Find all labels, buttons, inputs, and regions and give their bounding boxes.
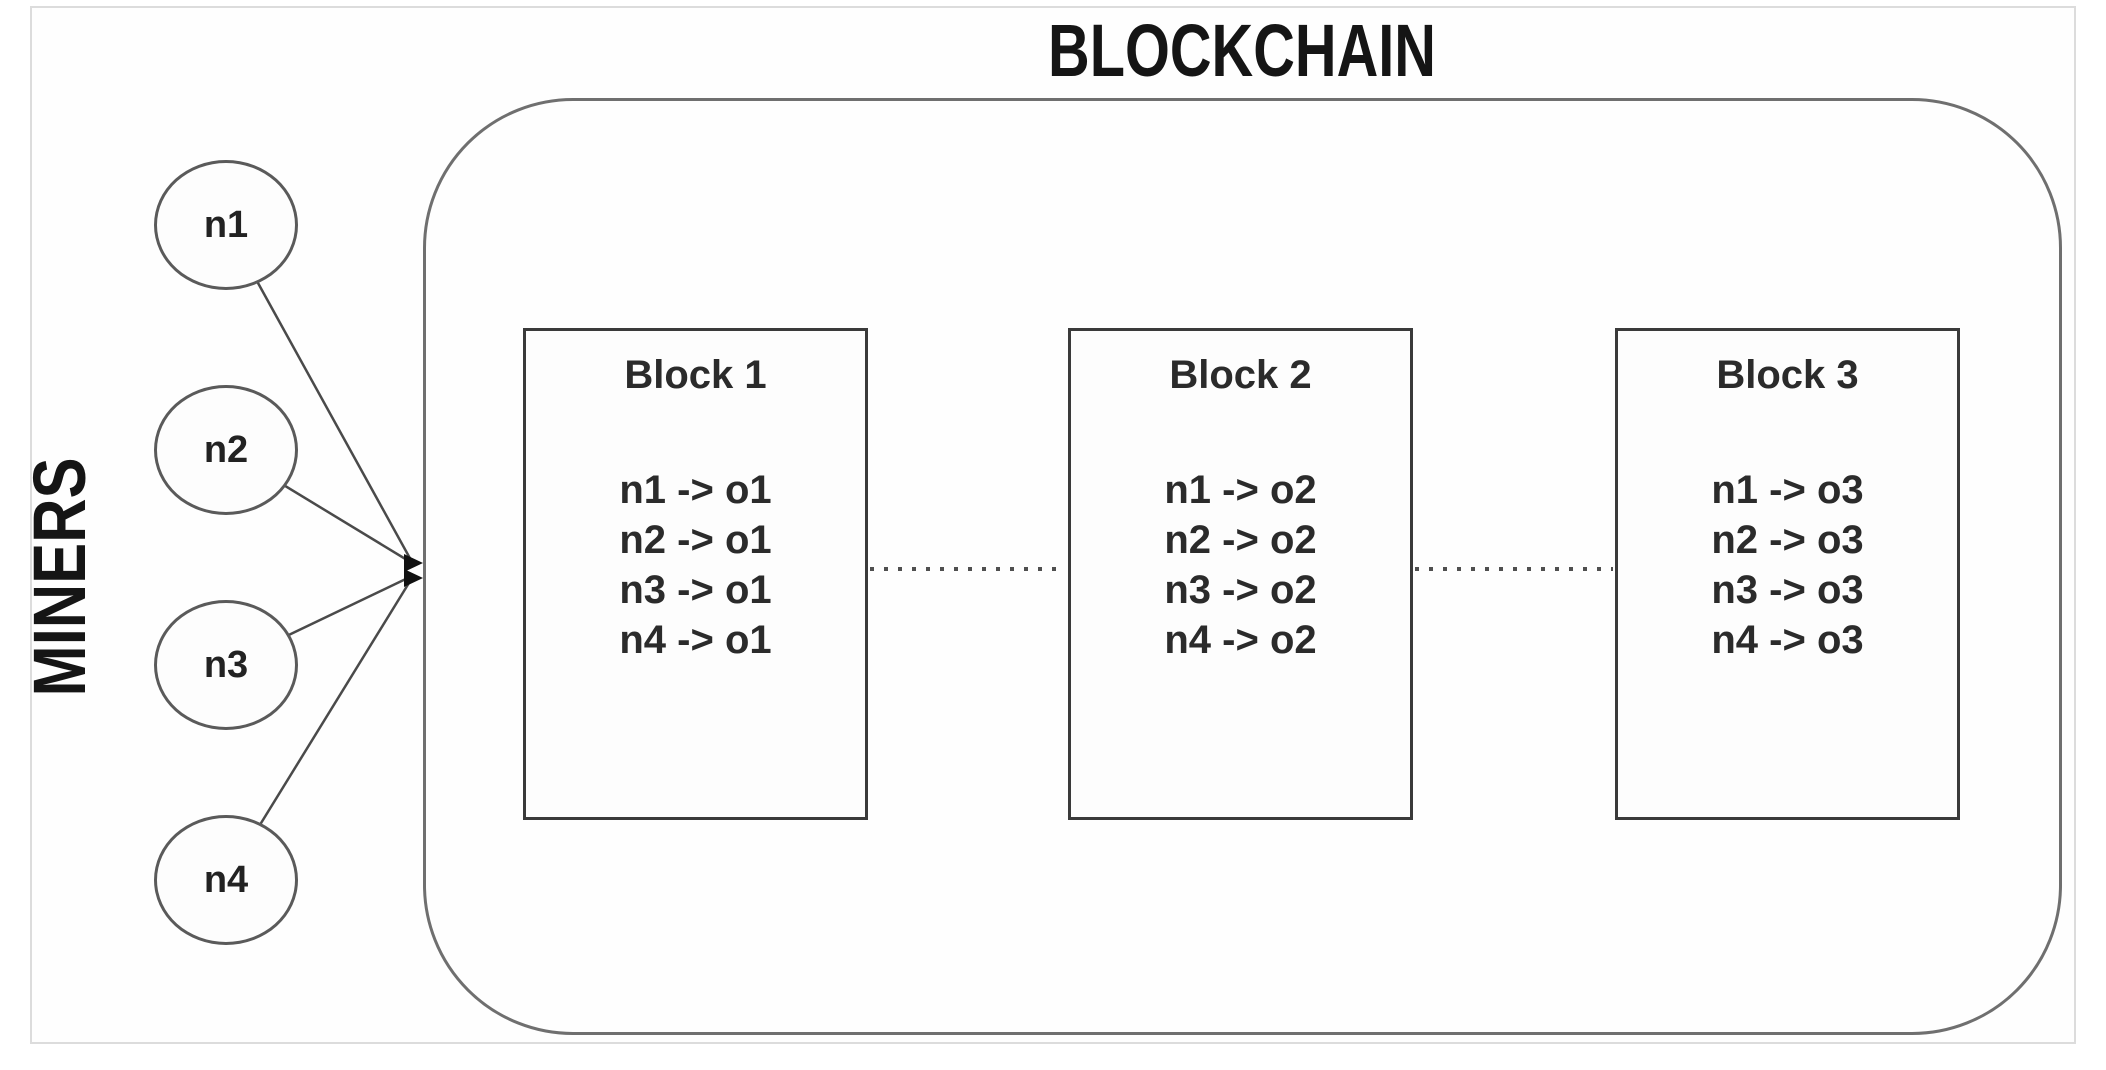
miner-label: n2 bbox=[203, 428, 249, 471]
arrowhead-lower bbox=[404, 569, 423, 587]
block-title: Block 3 bbox=[1716, 353, 1859, 397]
transaction: n1 -> o1 bbox=[619, 468, 772, 512]
transaction: n1 -> o3 bbox=[1711, 468, 1864, 512]
diagram-title: BLOCKCHAIN bbox=[1048, 9, 1436, 92]
block-title: Block 2 bbox=[1169, 353, 1312, 397]
transaction: n1 -> o2 bbox=[1164, 468, 1317, 512]
miner-label: n4 bbox=[203, 858, 249, 901]
transaction: n2 -> o1 bbox=[619, 518, 772, 562]
block-3: Block 3 n1 -> o3 n2 -> o3 n3 -> o3 n4 ->… bbox=[1615, 328, 1960, 820]
transaction: n4 -> o1 bbox=[619, 618, 772, 662]
transaction-list: n1 -> o3 n2 -> o3 n3 -> o3 n4 -> o3 bbox=[1618, 465, 1957, 665]
transaction: n4 -> o2 bbox=[1164, 618, 1317, 662]
miner-node-n4: n4 bbox=[154, 815, 298, 945]
arrowhead-upper bbox=[404, 554, 423, 572]
transaction-list: n1 -> o2 n2 -> o2 n3 -> o2 n4 -> o2 bbox=[1071, 465, 1410, 665]
miner-label: n3 bbox=[203, 643, 249, 686]
transaction: n2 -> o2 bbox=[1164, 518, 1317, 562]
transaction: n3 -> o2 bbox=[1164, 568, 1317, 612]
block-2: Block 2 n1 -> o2 n2 -> o2 n3 -> o2 n4 ->… bbox=[1068, 328, 1413, 820]
transaction: n3 -> o3 bbox=[1711, 568, 1864, 612]
transaction-list: n1 -> o1 n2 -> o1 n3 -> o1 n4 -> o1 bbox=[526, 465, 865, 665]
block-1: Block 1 n1 -> o1 n2 -> o1 n3 -> o1 n4 ->… bbox=[523, 328, 868, 820]
miner-node-n2: n2 bbox=[154, 385, 298, 515]
transaction: n4 -> o3 bbox=[1711, 618, 1864, 662]
transaction: n2 -> o3 bbox=[1711, 518, 1864, 562]
miner-node-n3: n3 bbox=[154, 600, 298, 730]
transaction: n3 -> o1 bbox=[619, 568, 772, 612]
miner-node-n1: n1 bbox=[154, 160, 298, 290]
miner-label: n1 bbox=[203, 203, 249, 246]
blockchain-container bbox=[423, 98, 2062, 1035]
block-title: Block 1 bbox=[624, 353, 767, 397]
